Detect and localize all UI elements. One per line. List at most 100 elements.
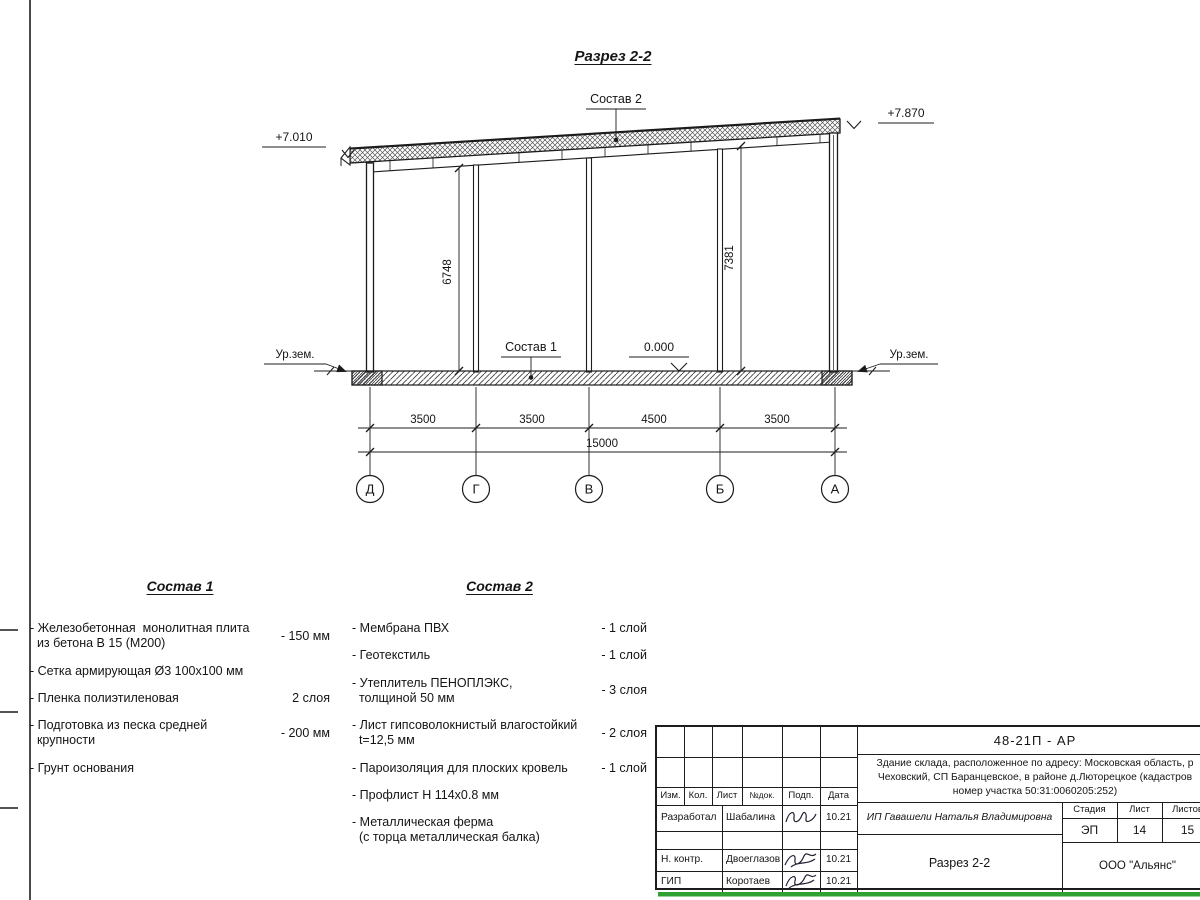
sostav2-title: Состав 2 — [466, 578, 533, 594]
break-mark — [326, 366, 335, 376]
green-scan-line — [658, 892, 1200, 897]
signature-icon — [785, 874, 817, 889]
axis-circle — [705, 474, 735, 504]
dim-label: 4500 — [641, 414, 667, 426]
column — [716, 148, 724, 373]
level-mark-icon — [670, 362, 688, 372]
company-name: ООО "Альянс" — [1099, 860, 1176, 873]
ground-level-left: Ур.зем. — [275, 349, 314, 361]
list-item-text: - Пароизоляция для плоских кровель — [352, 760, 568, 775]
axis-label: Д — [366, 482, 375, 497]
grid-line — [1062, 842, 1200, 844]
title-block: 48-21П - АР Здание склада, расположенное… — [655, 725, 1200, 892]
date-gip: 10.21 — [825, 875, 852, 887]
list-item: - Лист гипсоволокнистый влагостойкий t=1… — [352, 718, 647, 749]
list-item: - Профлист Н 114х0.8 мм — [352, 788, 647, 803]
dim-label: 3500 — [410, 414, 436, 426]
elevation-right: +7.870 — [887, 106, 924, 120]
name-gip: Коротаев — [726, 875, 771, 887]
axis-label: А — [831, 482, 840, 497]
name-ncontrol: Двоеглазов — [726, 854, 781, 866]
elevation-left: +7.010 — [275, 130, 312, 144]
grid-line — [857, 754, 1200, 756]
list-item-value: - 1 слой — [601, 760, 647, 775]
signature-icon — [784, 853, 817, 868]
list-item: - Сетка армирующая Ø3 100х100 мм — [30, 664, 330, 679]
sheet-title: Разрез 2-2 — [928, 855, 991, 870]
list-item-text: - Подготовка из песка средней крупности — [30, 718, 208, 748]
grid-line — [1117, 802, 1119, 842]
signature-icon — [785, 811, 817, 823]
vertical-dimensions — [454, 141, 746, 376]
grid-line — [1062, 818, 1200, 820]
list-item-text: - Утеплитель ПЕНОПЛЭКС, толщиной 50 мм — [352, 675, 513, 705]
col-header-list: Лист — [716, 789, 738, 801]
grid-line — [742, 727, 744, 805]
floor-slab — [351, 370, 853, 386]
list-item: - Железобетонная монолитная плита из бет… — [30, 621, 330, 652]
signature-gip — [782, 871, 820, 892]
axis-label: Г — [472, 482, 479, 497]
grid-line — [1162, 802, 1164, 842]
roof-band — [349, 118, 841, 164]
list-item-text: - Профлист Н 114х0.8 мм — [352, 787, 499, 802]
level-mark-icon — [341, 149, 355, 159]
grid-line — [857, 802, 1200, 804]
col-header-doc: №док. — [749, 790, 775, 801]
list-item-text: - Пленка полиэтиленовая — [30, 690, 179, 705]
height-dim-left: 6748 — [442, 259, 454, 285]
grid-line — [722, 805, 724, 892]
list-item-text: - Лист гипсоволокнистый влагостойкий t=1… — [352, 718, 578, 748]
dim-total-label: 15000 — [586, 438, 618, 450]
list-item-value: - 150 мм — [280, 628, 330, 643]
leader-dot — [613, 137, 619, 143]
name-developer: Шабалина — [726, 812, 776, 824]
grid-line — [657, 831, 857, 833]
column — [472, 164, 480, 373]
building-section — [314, 117, 890, 386]
axis-circle — [355, 474, 385, 504]
axis-circle — [461, 474, 491, 504]
grid-line — [857, 834, 1062, 836]
dim-label: 3500 — [519, 414, 545, 426]
dim-label: 3500 — [764, 414, 790, 426]
ground-level-right: Ур.зем. — [889, 349, 928, 361]
axis-label: В — [585, 482, 594, 497]
grid-line — [657, 849, 857, 851]
ground-right-arrow — [857, 363, 881, 373]
list-item-text: - Железобетонная монолитная плита из бет… — [30, 621, 250, 651]
list-item-text: - Сетка армирующая Ø3 100х100 мм — [30, 663, 244, 678]
height-dim-right: 7381 — [724, 245, 736, 271]
list-item-value: - 1 слой — [601, 621, 647, 636]
date-ncontrol: 10.21 — [825, 854, 852, 866]
sostav2-callout: Состав 2 — [590, 92, 642, 106]
dimension-chain — [355, 387, 850, 504]
grid-line — [712, 727, 714, 805]
role-ncontrol: Н. контр. — [661, 854, 704, 866]
sostav2-list: Состав 2 - Мембрана ПВХ - 1 слой - Геоте… — [352, 578, 647, 858]
grid-line — [657, 871, 857, 873]
client-name: ИП Гавашели Наталья Владимировна — [866, 812, 1053, 824]
role-gip: ГИП — [661, 875, 682, 887]
leader-dot — [528, 375, 534, 380]
grid-line — [657, 757, 857, 759]
list-item-text: - Грунт основания — [30, 760, 135, 775]
break-mark — [868, 366, 877, 376]
col-header-izm: Изм. — [660, 789, 681, 801]
sheets-total: 15 — [1180, 822, 1195, 837]
column — [585, 157, 593, 373]
list-item: - Пленка полиэтиленовая 2 слоя — [30, 691, 330, 706]
list-item: - Подготовка из песка средней крупности … — [30, 718, 330, 749]
col-header-podp: Подп. — [788, 789, 814, 801]
sheets-label: Листов — [1172, 803, 1200, 815]
axis-circle — [574, 474, 604, 504]
grid-line — [657, 787, 857, 789]
page-title: Разрез 2-2 — [574, 48, 652, 65]
list-item-value: - 3 слоя — [601, 683, 647, 698]
list-item: - Грунт основания — [30, 761, 330, 776]
ground-left-arrow — [325, 363, 347, 373]
axis-circle — [820, 474, 850, 504]
role-developer: Разработал — [661, 812, 717, 824]
